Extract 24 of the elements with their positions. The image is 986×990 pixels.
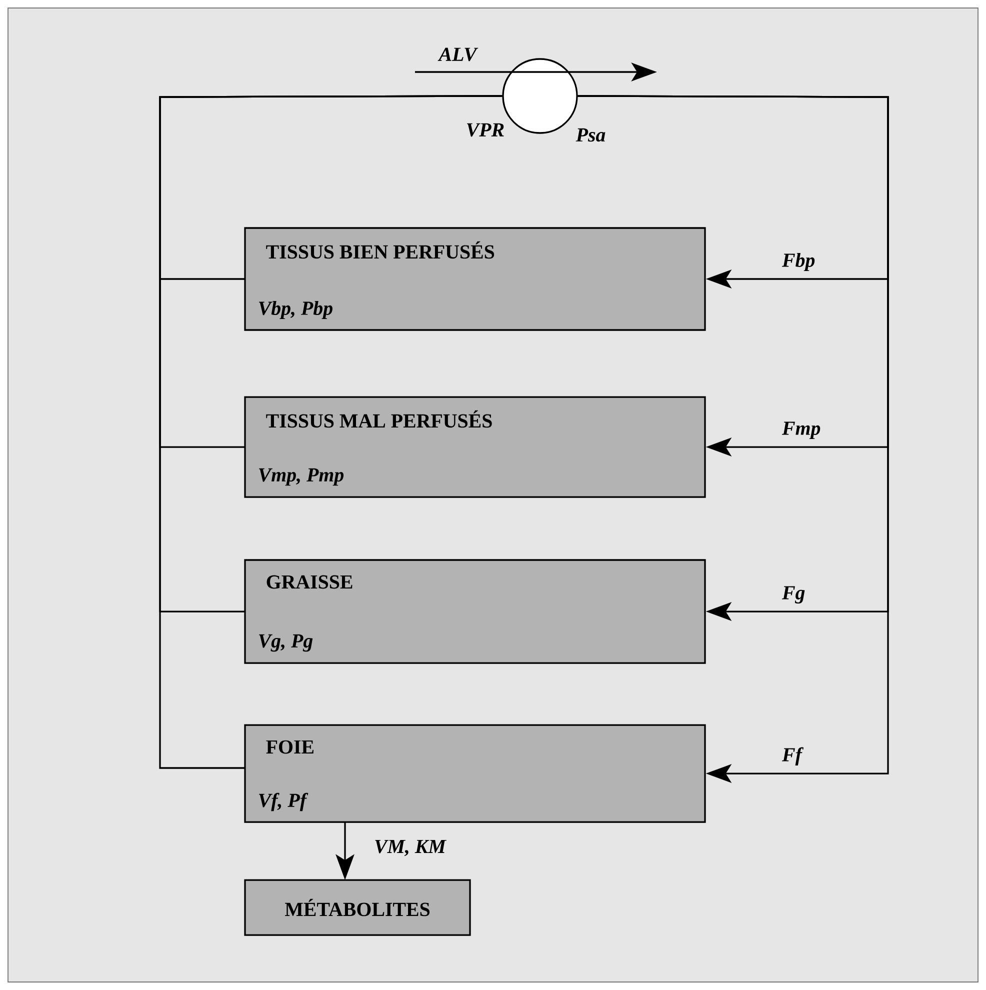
connector-line bbox=[159, 95, 502, 769]
compartment-box bbox=[244, 396, 706, 498]
parameter-label: Psa bbox=[576, 128, 606, 142]
parameter-text: Vmp, Pmp bbox=[259, 468, 344, 486]
compartment-box bbox=[244, 879, 471, 936]
edge-label: Ff bbox=[782, 747, 804, 766]
parameter-label: VPR bbox=[467, 123, 504, 137]
parameter-label: ALV bbox=[438, 48, 478, 62]
parameter-text: Vbp, Pbp bbox=[259, 300, 332, 320]
box-title: TISSUS MAL PERFUSÉS bbox=[266, 410, 492, 428]
box-title: FOIE bbox=[266, 740, 314, 754]
edge-label: Fbp bbox=[782, 252, 815, 272]
box-title: MÉTABOLITES bbox=[285, 898, 430, 916]
parameter-text: Vg, Pg bbox=[259, 634, 313, 652]
connector-line bbox=[578, 95, 889, 783]
edge-label: Fg bbox=[782, 586, 805, 604]
parameter-text: Vf, Pf bbox=[259, 792, 308, 812]
box-title: TISSUS BIEN PERFUSÉS bbox=[266, 241, 494, 259]
compartment-box bbox=[244, 559, 706, 664]
edge-label: Fmp bbox=[782, 422, 820, 440]
compartment-box bbox=[244, 724, 706, 823]
box-title: GRAISSE bbox=[266, 575, 352, 589]
edge-label: VM, KM bbox=[375, 840, 446, 856]
compartment-box bbox=[244, 227, 706, 331]
